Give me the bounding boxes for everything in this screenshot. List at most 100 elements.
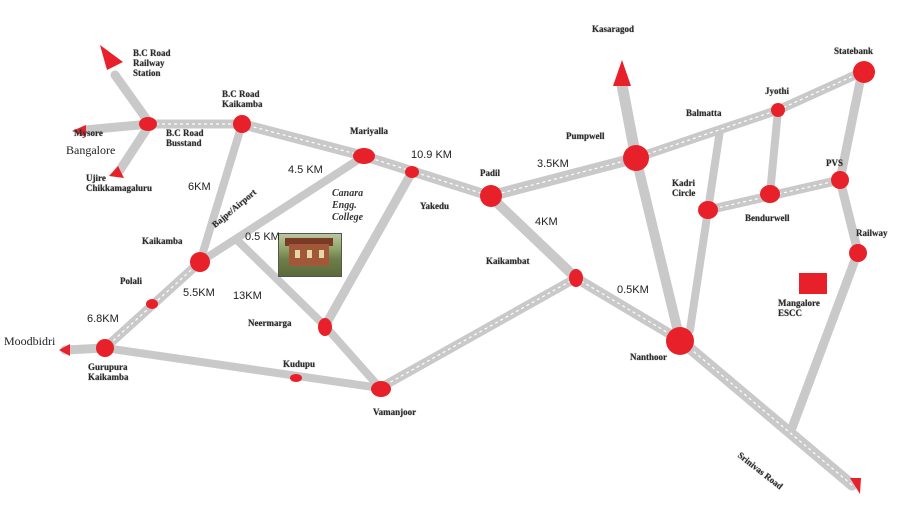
node-bc-busstand — [139, 117, 157, 131]
node-kaikamba2 — [569, 269, 583, 287]
road-ujire — [115, 119, 155, 175]
node-gurupura — [96, 339, 114, 357]
node-polali — [146, 299, 158, 309]
college-window — [319, 250, 324, 258]
label-mariyalla: Mariyalla — [350, 126, 388, 136]
distance-label: 5.5KM — [183, 287, 215, 299]
arrow-railway-station-icon — [100, 45, 123, 70]
label-kudupu: Kudupu — [283, 359, 316, 369]
label-pvs: PVS — [826, 158, 844, 168]
college-photo — [278, 233, 342, 277]
node-padil — [480, 185, 502, 207]
label-gurupura: Gurupura Kaikamba — [88, 362, 129, 382]
road-railway — [110, 70, 155, 129]
label-padil: Padil — [480, 168, 501, 178]
college-line2: Engg. — [332, 200, 357, 211]
node-nanthoor — [666, 327, 694, 355]
road-kadri-circle — [704, 126, 724, 214]
label-vamanjoor: Vamanjoor — [373, 407, 417, 417]
label-kulshekar: Kaikambat — [486, 256, 530, 266]
road-bc-mariyalla — [237, 119, 369, 161]
road-jyothi-bendurwell — [766, 106, 782, 198]
label-bc-road-busstand: B.C Road Busstand — [166, 128, 204, 148]
label-kadri-circle: Kadri Circle — [672, 178, 696, 198]
distance-label: 3.5KM — [537, 158, 569, 170]
node-pvs — [831, 171, 849, 189]
mangalore-marker — [799, 273, 827, 294]
node-kudupu — [290, 374, 302, 382]
road-railway-south — [787, 247, 863, 433]
label-bendurwell: Bendurwell — [745, 213, 790, 223]
node-neermarga — [318, 318, 332, 336]
label-bangalore: Bangalore — [66, 143, 116, 157]
label-neermarga: Neermarga — [248, 318, 292, 328]
junctions — [96, 61, 875, 397]
label-mysore: Mysore — [74, 128, 103, 138]
node-bc-road — [233, 115, 251, 133]
road-kaikamba-neermarga — [233, 236, 329, 330]
label-polali: Polali — [120, 276, 142, 286]
node-pumpwell — [623, 145, 649, 171]
node-railway — [849, 244, 867, 262]
label-moodbidri: Moodbidri — [4, 334, 56, 348]
college-window — [307, 250, 312, 258]
label-pumpwell: Pumpwell — [566, 131, 605, 141]
label-balmatta: Balmatta — [686, 108, 722, 118]
road-pvs-railway — [835, 175, 863, 257]
centre-lines — [104, 71, 863, 486]
road-yakedu-neermarga — [320, 167, 417, 331]
label-ujire: Ujire Chikkamagaluru — [86, 173, 153, 193]
arrow-srinivas-icon — [850, 478, 861, 494]
label-kaikamba: Kaikamba — [142, 236, 183, 246]
road-gurupura-bajpe — [101, 344, 384, 392]
road-mariyalla-kaikamba — [196, 152, 368, 266]
direction-arrows — [59, 45, 861, 494]
node-statebank — [853, 61, 875, 83]
roads — [60, 67, 867, 491]
node-mariyalla — [353, 148, 375, 164]
arrow-kasaragod-icon — [613, 60, 631, 86]
node-kadri-circle — [698, 201, 718, 219]
distance-label: 6KM — [188, 181, 211, 193]
distance-label: 4.5 KM — [288, 164, 323, 176]
road-bajpe-kaikamba2 — [375, 273, 581, 393]
road-pumpwell-nanthoor — [631, 153, 685, 345]
label-yakedu: Yakedu — [420, 201, 450, 211]
label-mangalore-escc: Mangalore ESCC — [778, 298, 820, 318]
label-kasaragod: Kasaragod — [592, 24, 635, 34]
road-circle-nanthoor — [686, 206, 712, 334]
node-kaikamba — [190, 252, 210, 272]
node-bajpe — [371, 381, 391, 397]
label-bc-road-kattemar: B.C Road Kaikamba — [222, 89, 263, 109]
label-nanthoor: Nanthoor — [630, 352, 668, 362]
distance-label: 0.5KM — [617, 284, 649, 296]
road-jyothi-statebank — [773, 67, 867, 115]
distance-label: 13KM — [233, 290, 262, 302]
arrow-moodbidri-icon — [59, 344, 70, 356]
label-railway: Railway — [856, 228, 888, 238]
node-jyothi — [771, 103, 785, 117]
label-statebank: Statebank — [834, 46, 874, 56]
node-yakedu — [405, 166, 419, 178]
distance-label: 0.5 KM — [245, 231, 280, 243]
college-window — [295, 250, 300, 258]
road-bc-kaikamba — [196, 120, 246, 266]
distance-label: 4KM — [535, 216, 558, 228]
distance-label: 10.9 KM — [411, 149, 452, 161]
label-jyothi: Jyothi — [765, 86, 790, 96]
road-statebank-pvs — [835, 67, 867, 185]
road-neermarga-bajpe — [321, 322, 384, 392]
label-bc-road-railway: B.C Road Railway Station — [133, 48, 171, 78]
node-bendurwell — [760, 185, 780, 203]
arrow-mysore-icon — [72, 125, 86, 137]
college-roof — [285, 238, 333, 246]
college-name: Canara Engg. College — [332, 188, 363, 224]
road-nanthoor-srinivas — [674, 334, 858, 491]
college-line3: College — [332, 212, 364, 223]
road-padil-kaikamba2 — [485, 191, 581, 283]
distance-label: 6.8KM — [87, 313, 119, 325]
college-line1: Canara — [332, 188, 364, 199]
arrow-ujire-icon — [109, 166, 124, 178]
